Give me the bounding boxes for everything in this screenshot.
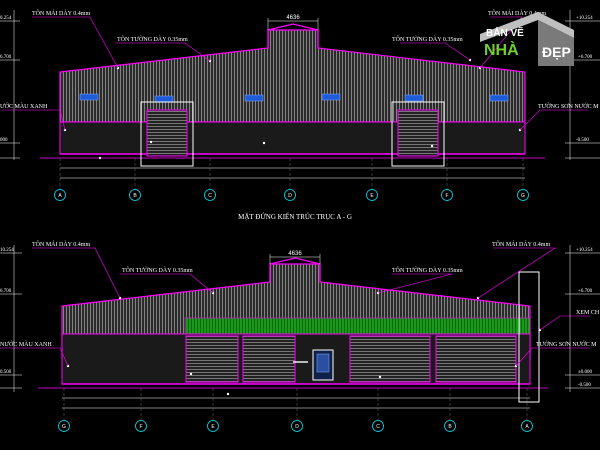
- roof-monitor-1: [267, 23, 319, 48]
- grid-label-2-2: E: [211, 424, 215, 430]
- site-logo: BẢN VẼ NHÀ ĐẸP: [476, 8, 594, 66]
- grid-label-1-4: E: [370, 193, 374, 199]
- logo-line-1: BẢN VẼ: [486, 28, 524, 39]
- grid-label-1-1: B: [133, 193, 137, 199]
- paint-note-2-left: NƯỚC MÀU XANH: [0, 340, 52, 348]
- level-1-base: -0.500: [576, 138, 589, 143]
- door-2a: [185, 335, 239, 383]
- roof-note-1-left: TÔN MÁI DÀY 0.4mm: [32, 9, 90, 17]
- wall-note-1-right: TÔN TƯỜNG DÀY 0.35mm: [392, 35, 463, 43]
- lower-wall-1: [59, 121, 526, 155]
- house-logo-icon: [480, 12, 574, 66]
- grid-label-2-3: D: [295, 424, 299, 430]
- grid-label-2-5: B: [448, 424, 452, 430]
- door-2b: [242, 335, 296, 383]
- level-2-left-top: 10.254: [0, 248, 14, 253]
- grid-label-2-6: A: [525, 424, 529, 430]
- level-1-left-mid: 6.700: [0, 55, 12, 60]
- grid-label-1-0: A: [58, 193, 62, 199]
- roof-note-2-left: TÔN MÁI DÀY 0.4mm: [32, 240, 90, 248]
- drawing-title-1: MẶT ĐỨNG KIẾN TRÚC TRỤC A - G: [238, 213, 352, 221]
- level-2-left-mid: 6.700: [0, 289, 12, 294]
- wall-note-2-right: TÔN TƯỜNG DÀY 0.35mm: [392, 266, 463, 274]
- level-2-left-low: 0.500: [0, 370, 12, 375]
- level-1-top: +10.254: [576, 16, 593, 21]
- grid-label-1-6: G: [521, 193, 525, 199]
- dim-top-1: 4636: [286, 15, 300, 21]
- level-2-mid: +6.700: [578, 289, 593, 294]
- level-1-left-low: 000: [0, 138, 8, 143]
- roof-monitor-2: [269, 257, 321, 282]
- wall-note-2-left: TÔN TƯỜNG DÀY 0.35mm: [122, 266, 193, 274]
- grid-label-1-5: F: [445, 193, 448, 199]
- grid-label-2-0: G: [62, 424, 66, 430]
- wall-note-1-left: TÔN TƯỜNG DÀY 0.35mm: [117, 35, 188, 43]
- grid-label-2-4: C: [376, 424, 380, 430]
- side-tower-2: [518, 271, 540, 403]
- paint-note-1-left: ƯỚC MÀU XANH: [0, 102, 48, 110]
- level-2-base: -0.500: [578, 383, 591, 388]
- louver-band-2: [184, 317, 531, 335]
- roof-note-2-right: TÔN MÁI DÀY 0.4mm: [492, 240, 550, 248]
- level-2-bottom: ±0.000: [578, 370, 592, 375]
- dim-top-2: 4636: [288, 251, 302, 257]
- grid-label-1-3: D: [288, 193, 292, 199]
- elevation-a-g: A B C D E F G 4636 TÔN MÁI DÀY 0.4mm TÔN…: [0, 9, 600, 221]
- level-1-left-top: 0.254: [0, 16, 12, 21]
- paint-note-1-right: TƯỜNG SƠN NƯỚC M: [538, 102, 599, 110]
- side-note-2: XEM CH: [576, 310, 600, 316]
- paint-note-2-right: TƯỜNG SƠN NƯỚC M: [536, 340, 597, 348]
- building-1-cladding: [59, 29, 526, 123]
- rolling-door-1a: [140, 101, 194, 167]
- door-2d: [435, 335, 517, 383]
- level-2-top: +10.254: [576, 248, 593, 253]
- logo-line-2: NHÀ: [484, 42, 519, 59]
- roof-note-1-right: TÔN MÁI DÀY 0.4mm: [488, 9, 546, 17]
- level-1-mid: +6.700: [578, 55, 593, 60]
- grid-label-2-1: F: [139, 424, 142, 430]
- rolling-door-1b: [391, 101, 445, 167]
- elevation-g-a: G F E D C B A 4636 TÔN MÁI DÀY 0.4mm TÔN…: [0, 240, 600, 432]
- door-2c: [349, 335, 431, 383]
- grid-label-1-2: C: [208, 193, 212, 199]
- logo-line-3: ĐẸP: [542, 44, 571, 60]
